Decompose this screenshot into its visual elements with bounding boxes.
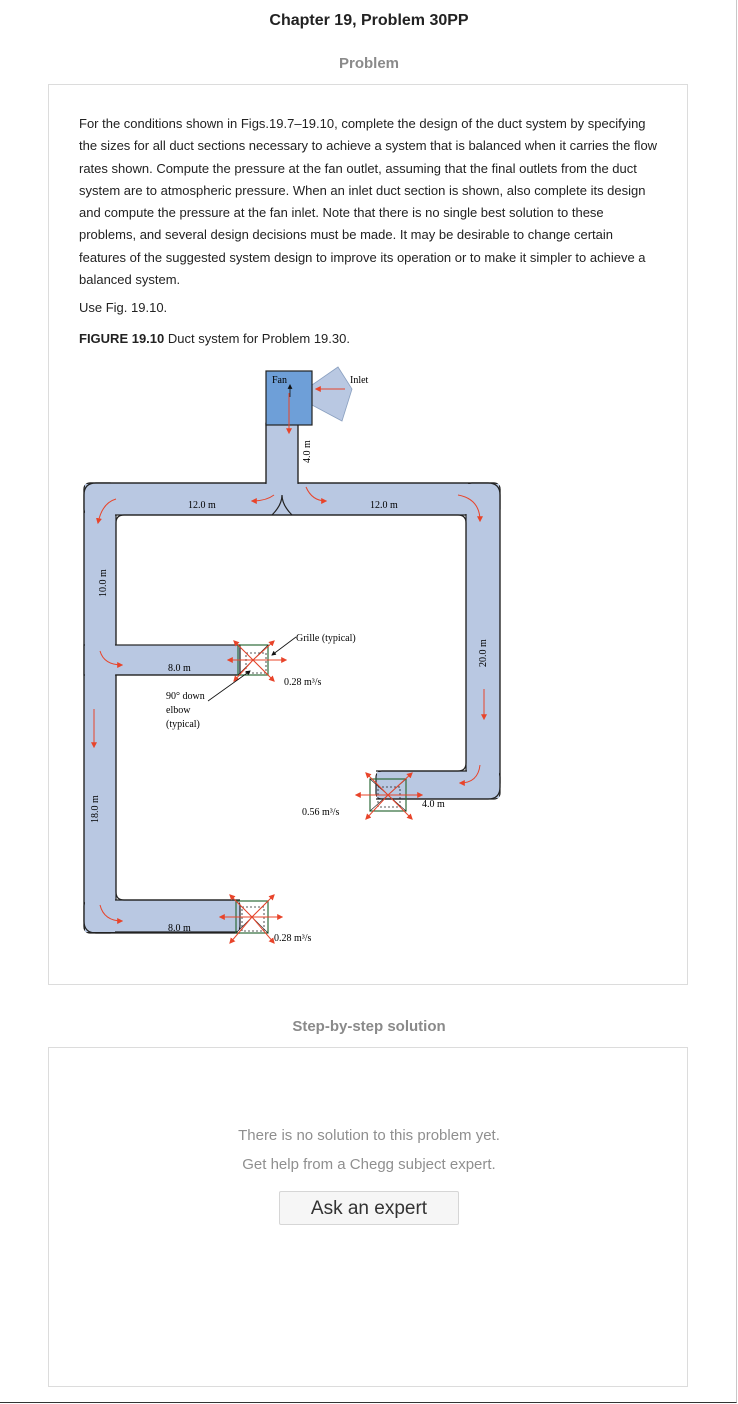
grille-upper — [226, 640, 288, 682]
dim-right: 20.0 m — [478, 639, 489, 667]
dim-branch-lower: 8.0 m — [168, 923, 191, 934]
expert-help-message: Get help from a Chegg subject expert. — [242, 1156, 496, 1173]
figure-caption: FIGURE 19.10 Duct system for Problem 19.… — [79, 331, 350, 346]
grille-lower — [218, 894, 284, 944]
elbow-label-2: elbow — [166, 705, 191, 716]
flow-right: 0.56 m³/s — [302, 807, 340, 818]
ask-expert-button[interactable]: Ask an expert — [279, 1191, 459, 1225]
fan-drop-dimension: 4.0 m — [302, 440, 313, 463]
elbow-label-1: 90° down — [166, 691, 205, 702]
grille-right — [354, 772, 424, 820]
problem-card — [48, 84, 688, 985]
grille-label: Grille (typical) — [296, 633, 356, 644]
problem-statement: For the conditions shown in Figs.19.7–19… — [79, 116, 658, 288]
fan-label: Fan — [272, 375, 287, 386]
dim-left-lower: 18.0 m — [90, 795, 101, 823]
dim-branch-upper: 8.0 m — [168, 663, 191, 674]
dim-left-upper: 10.0 m — [98, 569, 109, 597]
flow-upper: 0.28 m³/s — [284, 677, 322, 688]
figure-caption-text: Duct system for Problem 19.30. — [167, 331, 350, 346]
page-title: Chapter 19, Problem 30PP — [269, 12, 469, 29]
figure-number: FIGURE 19.10 — [79, 331, 165, 346]
flow-arrows — [91, 486, 487, 924]
duct-system-figure: Fan Inlet 4.0 m 12.0 m 12.0 m 10.0 m 20.… — [83, 366, 501, 944]
problem-heading: Problem — [338, 55, 399, 72]
use-figure-note: Use Fig. 19.10. — [79, 300, 168, 315]
inlet-cone — [311, 366, 353, 422]
elbow-label-3: (typical) — [166, 719, 200, 730]
solution-heading: Step-by-step solution — [292, 1018, 446, 1035]
flow-lower: 0.28 m³/s — [274, 933, 312, 944]
dim-top-right: 12.0 m — [370, 500, 398, 511]
inlet-label: Inlet — [350, 375, 369, 386]
dim-right-stub: 4.0 m — [422, 799, 445, 810]
dim-top-left: 12.0 m — [188, 500, 216, 511]
no-solution-message: There is no solution to this problem yet… — [238, 1127, 500, 1144]
